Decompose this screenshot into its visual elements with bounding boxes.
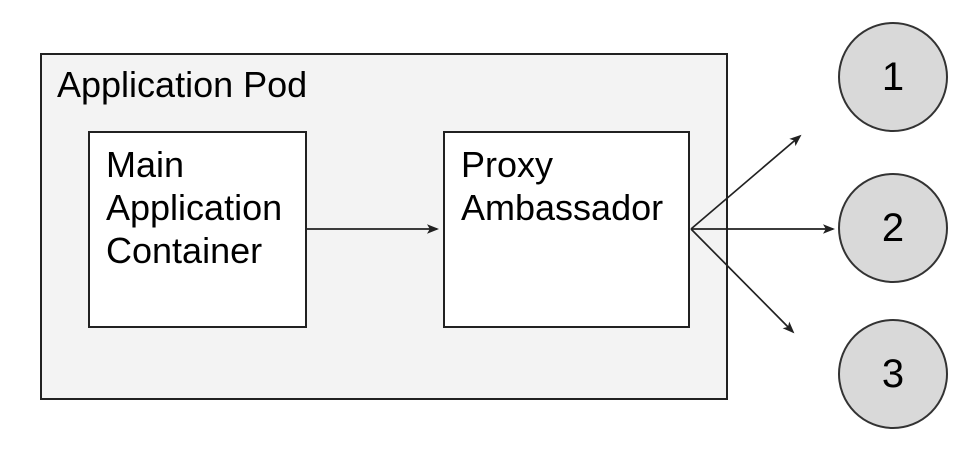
endpoint-node-2-label: 2 — [881, 205, 905, 250]
endpoint-node-2: 2 — [838, 173, 948, 283]
endpoint-node-3-label: 3 — [881, 351, 905, 396]
endpoint-node-1: 1 — [838, 22, 948, 132]
endpoint-node-1-label: 1 — [881, 54, 905, 99]
main-application-container-box: Main Application Container — [88, 131, 307, 328]
endpoint-node-3: 3 — [838, 319, 948, 429]
application-pod-label: Application Pod — [57, 64, 308, 105]
proxy-ambassador-box: Proxy Ambassador — [443, 131, 690, 328]
